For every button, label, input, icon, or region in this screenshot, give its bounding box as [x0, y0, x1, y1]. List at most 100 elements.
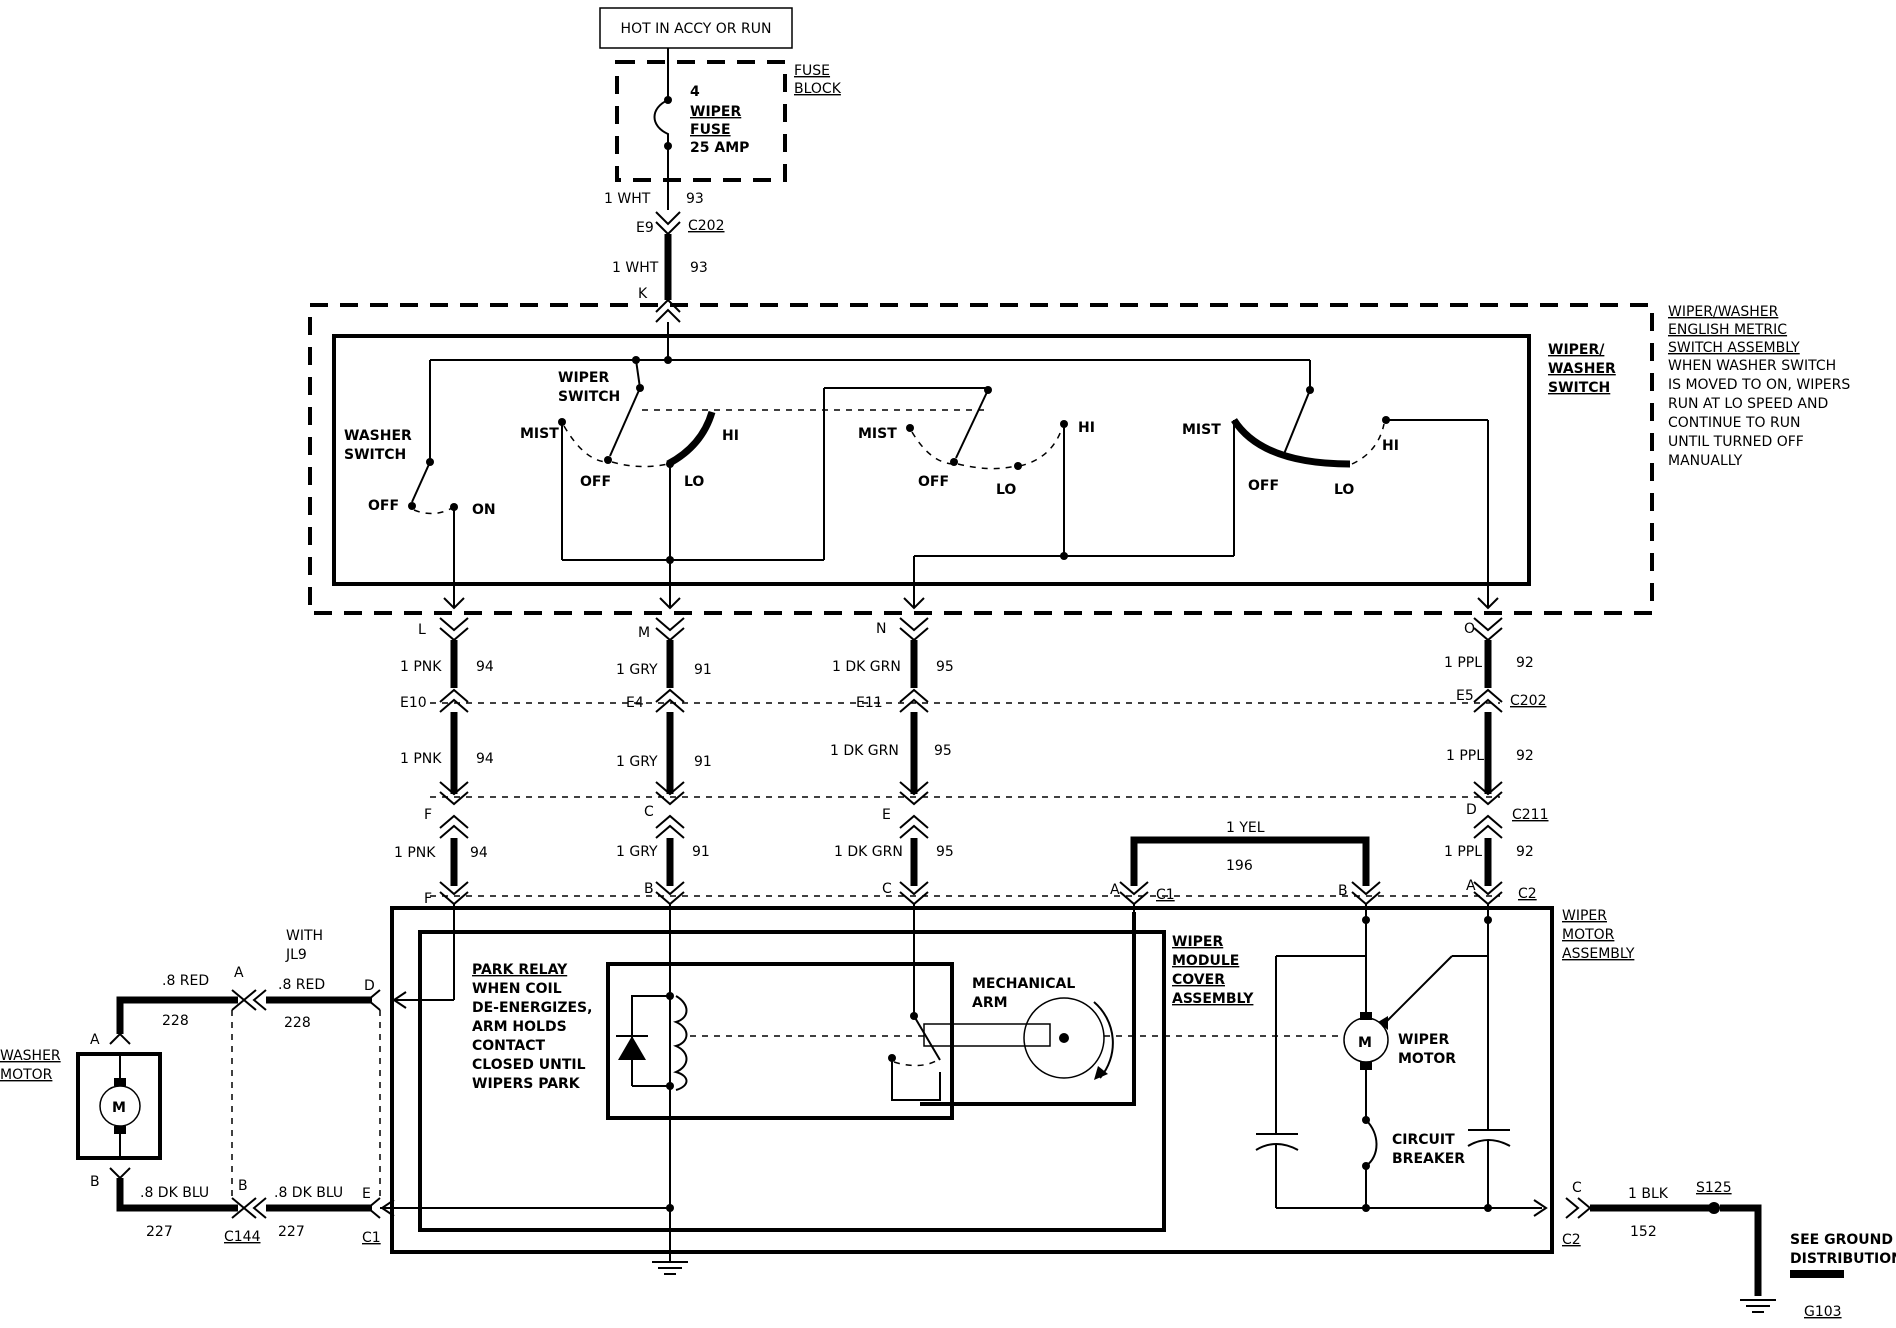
washer-pin-b: B	[90, 1174, 100, 1190]
c94-pin-1: L	[418, 622, 426, 638]
wiper-switch-label-2: SWITCH	[558, 389, 620, 405]
fuse-block: 4 WIPER FUSE 25 AMP FUSE BLOCK	[615, 60, 842, 182]
sw3-hi-label: HI	[1382, 438, 1399, 454]
sw3-off-label: OFF	[1248, 478, 1279, 494]
c95-pin-2: E11	[856, 695, 883, 711]
washer-motor: WASHER MOTOR M A B .8 RED 228 A .8 RED 2…	[0, 928, 381, 1246]
sw3-mist-label: MIST	[1182, 422, 1221, 438]
feed-connector-c202: C202	[688, 218, 725, 234]
connector-c1-label-top: C1	[1156, 887, 1175, 903]
c91-pin-2: E4	[626, 695, 644, 711]
c91-num-2: 91	[694, 754, 712, 770]
sw1-off-label: OFF	[580, 474, 611, 490]
c91-num-3: 91	[692, 844, 710, 860]
power-source: HOT IN ACCY OR RUN	[599, 7, 793, 49]
c95-pin-4: C	[882, 881, 892, 897]
wiper-motor-label-2: MOTOR	[1398, 1051, 1456, 1067]
circuit-94: L 1 PNK 94 E10 1 PNK 94 F 1 PNK 94 F	[394, 597, 494, 907]
assembly-title-3: SWITCH ASSEMBLY	[1668, 340, 1800, 356]
sw2-lo-label: LO	[996, 482, 1016, 498]
park-relay-title: PARK RELAY	[472, 962, 568, 978]
washer-pin-e: E	[362, 1186, 371, 1202]
washer-pin-d: D	[364, 978, 375, 994]
sw1-hi-label: HI	[722, 428, 739, 444]
park-relay-note-5: CLOSED UNTIL	[472, 1057, 586, 1073]
c95-pin-3: E	[882, 807, 891, 823]
wiper-motor-label-1: WIPER	[1398, 1032, 1449, 1048]
washer-red-wire-1: .8 RED	[162, 973, 209, 989]
cover-label-4: ASSEMBLY	[1172, 991, 1254, 1007]
feed-circuit-label-2: 93	[690, 260, 708, 276]
feed-wire-label-2: 1 WHT	[612, 260, 659, 276]
c95-pin-1: N	[876, 621, 886, 637]
c91-pin-1: M	[638, 625, 650, 641]
ground-num-label: 152	[1630, 1224, 1657, 1240]
fuse-rating: 25 AMP	[690, 140, 749, 156]
washer-switch-label-1: WASHER	[344, 428, 412, 444]
mech-arm-label-2: ARM	[972, 995, 1008, 1011]
inner-switch-label-2: WASHER	[1548, 361, 1616, 377]
assembly-note-2: IS MOVED TO ON, WIPERS	[1668, 377, 1850, 393]
wiper-motor-assembly: WIPER MOTOR ASSEMBLY WIPER MODULE COVER …	[380, 904, 1635, 1275]
ground-splice-label: S125	[1696, 1180, 1732, 1196]
c91-pin-4: B	[644, 881, 654, 897]
washer-blu-wire-2: .8 DK BLU	[274, 1185, 343, 1201]
c95-wire-2: 1 DK GRN	[830, 743, 899, 759]
assembly-note-1: WHEN WASHER SWITCH	[1668, 358, 1836, 374]
assembly-note-6: MANUALLY	[1668, 453, 1743, 469]
ground-pin-c: C	[1572, 1180, 1582, 1196]
connector-c2-label-top: C2	[1518, 886, 1537, 902]
park-relay-note-1: WHEN COIL	[472, 981, 562, 997]
c94-wire-2: 1 PNK	[400, 751, 442, 767]
sw1-lo-label: LO	[684, 474, 704, 490]
cover-label-1: WIPER	[1172, 934, 1223, 950]
connector-c1-label-bottom: C1	[362, 1230, 381, 1246]
c94-num-3: 94	[470, 845, 488, 861]
washer-blu-num-2: 227	[278, 1224, 305, 1240]
c94-pin-4: F	[424, 891, 432, 907]
washer-on-label: ON	[472, 502, 496, 518]
c92-pin-1: O	[1464, 621, 1475, 637]
circuit-92: O 1 PPL 92 E5 1 PPL 92 D 1 PPL 92 A	[1444, 597, 1534, 906]
washer-blu-num-1: 227	[146, 1224, 173, 1240]
switch-assembly: WIPER/WASHER ENGLISH METRIC SWITCH ASSEM…	[308, 303, 1850, 615]
park-relay-note-6: WIPERS PARK	[472, 1076, 581, 1092]
jumper-pin-a: A	[1110, 882, 1120, 898]
washer-pin-a: A	[90, 1032, 100, 1048]
ground-see-1: SEE GROUND	[1790, 1232, 1893, 1248]
washer-motor-label-1: WASHER	[0, 1048, 61, 1064]
inner-switch-label-1: WIPER/	[1548, 342, 1605, 358]
fuse-number: 4	[690, 84, 700, 100]
washer-red-pin-a: A	[234, 965, 244, 981]
ground-circuit: C C2 1 BLK 152 S125 SEE GROUND DISTRIBUT…	[1562, 1180, 1896, 1320]
mech-arm-label-1: MECHANICAL	[972, 976, 1075, 992]
assembly-title-1: WIPER/WASHER	[1668, 304, 1779, 320]
cover-label-3: COVER	[1172, 972, 1225, 988]
feed-pin-k: K	[638, 286, 648, 302]
assembly-note-3: RUN AT LO SPEED AND	[1668, 396, 1828, 412]
washer-red-wire-2: .8 RED	[278, 977, 325, 993]
c95-num-3: 95	[936, 844, 954, 860]
fuse-line1: WIPER	[690, 104, 741, 120]
c94-wire-1: 1 PNK	[400, 659, 442, 675]
washer-motor-symbol: M	[112, 1100, 126, 1116]
connector-c202-label: C202	[1510, 693, 1547, 709]
c91-wire-3: 1 GRY	[616, 844, 658, 860]
c91-pin-3: C	[644, 804, 654, 820]
c92-pin-4: A	[1466, 878, 1476, 894]
ground-ref-label: G103	[1804, 1304, 1842, 1320]
fuse-block-line2: BLOCK	[794, 81, 842, 97]
wiper-switch-label-1: WIPER	[558, 370, 609, 386]
c92-num-2: 92	[1516, 748, 1534, 764]
circuit-95: N 1 DK GRN 95 E11 1 DK GRN 95 E 1 DK GRN…	[830, 597, 954, 906]
washer-red-num-1: 228	[162, 1013, 189, 1029]
c95-num-1: 95	[936, 659, 954, 675]
c91-num-1: 91	[694, 662, 712, 678]
breaker-label-1: CIRCUIT	[1392, 1132, 1455, 1148]
ground-see-2: DISTRIBUTION	[1790, 1251, 1896, 1267]
washer-off-label: OFF	[368, 498, 399, 514]
washer-motor-label-2: MOTOR	[0, 1067, 53, 1083]
c92-num-3: 92	[1516, 844, 1534, 860]
c95-wire-1: 1 DK GRN	[832, 659, 901, 675]
